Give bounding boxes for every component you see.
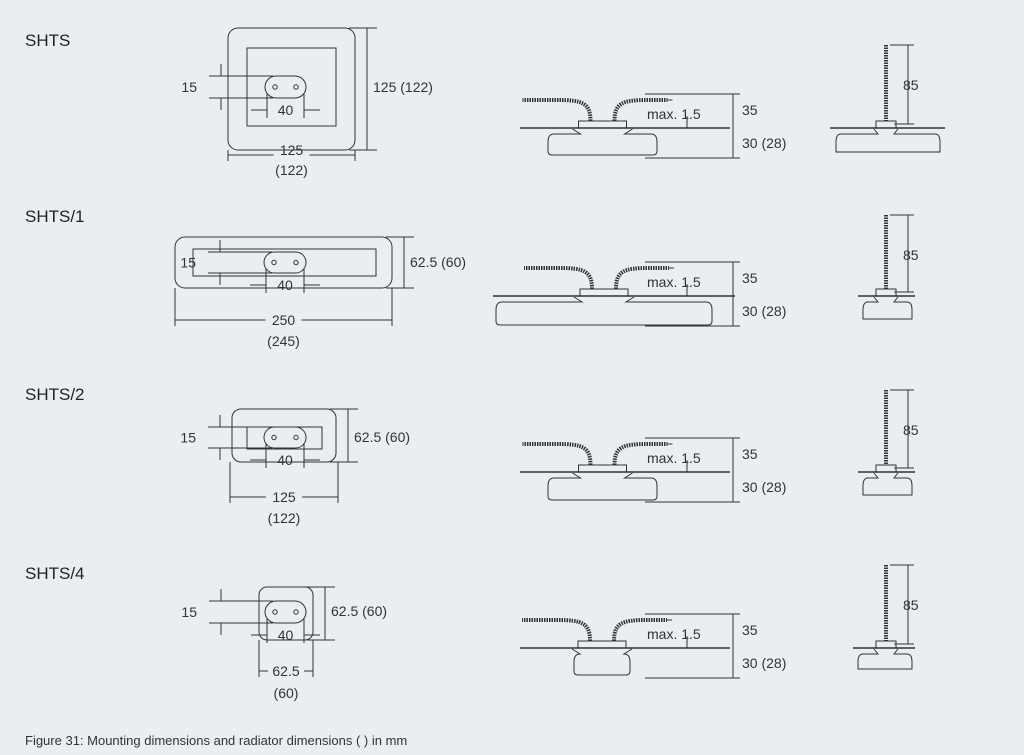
- width-dim: 250: [272, 312, 296, 328]
- height-below-dim: 30 (28): [742, 303, 786, 319]
- mounting-cutout: [246, 426, 323, 450]
- rod-length-dim: 85: [903, 422, 919, 438]
- mounting-bracket: [578, 464, 627, 473]
- end-bracket: [875, 288, 897, 297]
- slot-width-dim: 40: [278, 627, 294, 643]
- radiator-side: [547, 128, 658, 156]
- mounting-hub: [263, 251, 307, 274]
- mounting-hub: [263, 426, 307, 449]
- screw-hole: [293, 259, 299, 266]
- height-below-dim: 30 (28): [742, 479, 786, 495]
- cable-left: [524, 266, 594, 290]
- slot-height-dim: 15: [180, 430, 196, 446]
- mounting-hub: [264, 75, 307, 99]
- mounting-hub: [264, 600, 307, 624]
- model-label: SHTS: [25, 31, 70, 50]
- height-dim: 62.5 (60): [410, 254, 466, 270]
- radiator-width-dim: (245): [267, 333, 300, 349]
- screw-hole: [293, 609, 299, 615]
- cable-right: [612, 442, 668, 466]
- cable-right: [612, 618, 667, 642]
- model-label: SHTS/4: [25, 564, 85, 583]
- mounting-bracket: [578, 120, 627, 129]
- radiator-end: [862, 472, 913, 496]
- height-above-dim: 35: [742, 446, 758, 462]
- slot-height-dim: 15: [180, 255, 196, 271]
- cable-left: [522, 98, 593, 122]
- max-gap-dim: max. 1.5: [647, 450, 701, 466]
- drawing-labels: SHTS 15 40 125 (122) 125 (122) max. 1.5 35 30 (2…: [25, 31, 919, 701]
- cable-right: [612, 98, 668, 122]
- radiator-width-dim: (122): [268, 510, 301, 526]
- radiator-side: [547, 472, 658, 501]
- model-label: SHTS/2: [25, 385, 85, 404]
- radiator-width-dim: (122): [275, 162, 308, 178]
- rod-length-dim: 85: [903, 77, 919, 93]
- max-gap-dim: max. 1.5: [647, 106, 701, 122]
- slot-width-dim: 40: [277, 452, 293, 468]
- screw-hole: [271, 434, 277, 441]
- mounting-cutout: [246, 47, 337, 127]
- end-bracket: [875, 120, 897, 129]
- screw-hole: [272, 84, 278, 90]
- cable-left: [522, 618, 592, 642]
- height-above-dim: 35: [742, 102, 758, 118]
- height-above-dim: 35: [742, 270, 758, 286]
- end-bracket: [875, 640, 897, 649]
- model-label: SHTS/1: [25, 207, 85, 226]
- radiator-end: [862, 296, 913, 320]
- height-below-dim: 30 (28): [742, 655, 786, 671]
- radiator-side: [495, 296, 713, 326]
- screw-hole: [272, 609, 278, 615]
- rod-length-dim: 85: [903, 247, 919, 263]
- height-dim: 62.5 (60): [354, 429, 410, 445]
- drawing-shapes: [174, 27, 945, 679]
- height-dim: 125 (122): [373, 79, 433, 95]
- screw-hole: [271, 259, 277, 266]
- radiator-outline: [227, 27, 356, 151]
- figure-caption: Figure 31: Mounting dimensions and radia…: [25, 733, 407, 748]
- screw-hole: [293, 434, 299, 441]
- end-bracket: [875, 464, 897, 473]
- mounting-bracket: [577, 640, 627, 649]
- width-dim: 125: [280, 142, 304, 158]
- radiator-end: [857, 648, 913, 670]
- height-dim: 62.5 (60): [331, 603, 387, 619]
- radiator-outline: [174, 236, 393, 289]
- cable-left: [522, 442, 593, 466]
- radiator-width-dim: (60): [274, 685, 299, 701]
- slot-height-dim: 15: [181, 604, 197, 620]
- max-gap-dim: max. 1.5: [647, 274, 701, 290]
- width-dim: 125: [272, 489, 296, 505]
- width-dim: 62.5: [272, 663, 299, 679]
- rod-length-dim: 85: [903, 597, 919, 613]
- height-above-dim: 35: [742, 622, 758, 638]
- mounting-bracket: [579, 288, 629, 297]
- cable-right: [614, 266, 669, 290]
- radiator-end: [835, 128, 941, 153]
- max-gap-dim: max. 1.5: [647, 626, 701, 642]
- height-below-dim: 30 (28): [742, 135, 786, 151]
- radiator-side: [571, 648, 633, 676]
- radiator-outline: [258, 586, 314, 641]
- radiator-outline: [231, 408, 337, 463]
- screw-hole: [293, 84, 299, 90]
- slot-height-dim: 15: [181, 79, 197, 95]
- slot-width-dim: 40: [278, 102, 294, 118]
- slot-width-dim: 40: [277, 277, 293, 293]
- mounting-cutout: [192, 248, 377, 277]
